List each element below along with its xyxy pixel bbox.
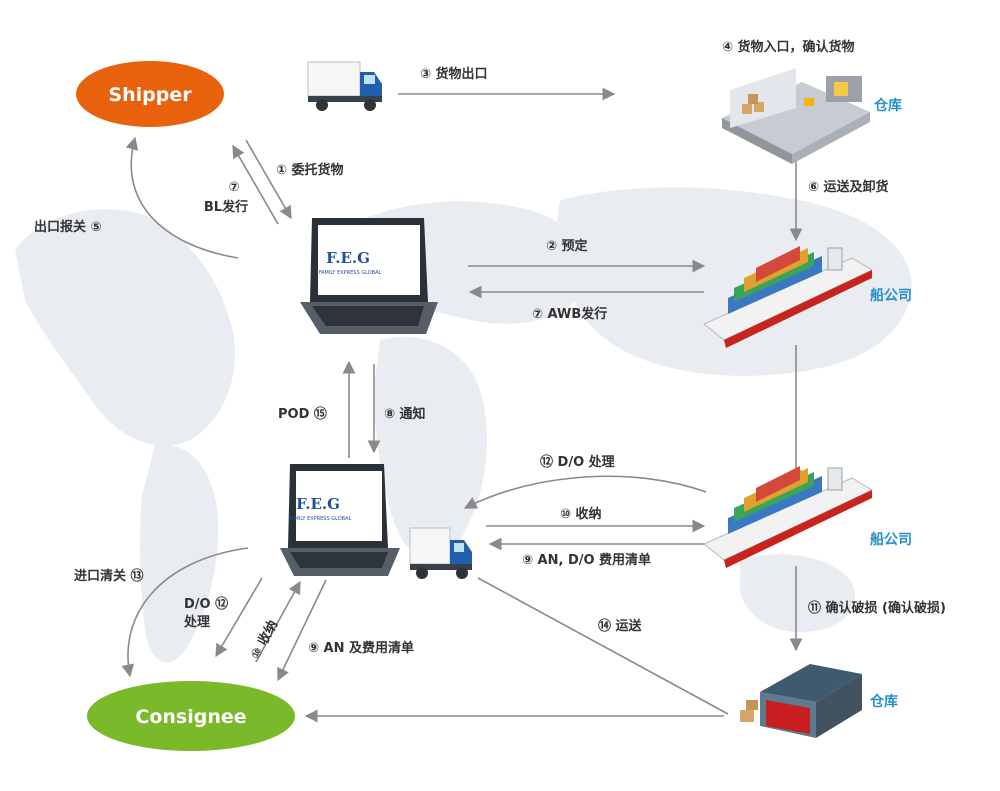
step-confirm-damage: ⑪ 确认破损 (确认破损) <box>808 600 946 616</box>
container-ship-icon-top <box>703 246 874 348</box>
arrow-import-customs <box>121 547 249 678</box>
step-bl-issue: BL发行 <box>204 199 248 215</box>
step-an-fee-list: ⑨ AN 及费用清单 <box>308 640 414 656</box>
step-labels: ③ 货物出口 ④ 货物入口，确认货物 ① 委托货物 ⑦ BL发行 出口报关 ⑤ … <box>34 39 946 662</box>
feg-logo-subtitle: FAMILY EXPRESS GLOBAL <box>319 270 382 276</box>
step-warehouse-confirm: ④ 货物入口，确认货物 <box>722 39 855 55</box>
world-map-background <box>15 187 912 663</box>
step-import-customs: 进口清关 ⑬ <box>74 568 144 584</box>
step-do-line1: D/O ⑫ <box>184 596 228 612</box>
step-bl-number: ⑦ <box>228 180 239 195</box>
step-an-do-fee: ⑨ AN, D/O 费用清单 <box>522 552 651 568</box>
step-delivery: ⑭ 运送 <box>598 618 643 634</box>
step-notify: ⑧ 通知 <box>384 406 426 422</box>
feg-logo-subtitle: FAMILY EXPRESS GLOBAL <box>289 516 352 522</box>
feg-logo-text: F.E.G <box>326 249 370 267</box>
step-storage-top: ⑩ 收纳 <box>560 506 602 522</box>
step-transport-unload: ⑥ 运送及卸货 <box>808 179 889 195</box>
container-ship-icon-bottom <box>703 466 874 568</box>
arrow-entrust-cargo <box>245 139 292 220</box>
feg-logo-text: F.E.G <box>296 495 340 513</box>
truck-icon <box>307 61 382 111</box>
arrow-do-processing-left <box>215 577 263 658</box>
arrow-bl-issue <box>232 144 279 225</box>
step-storage-bottom: ⑩ 收纳 <box>247 618 281 662</box>
step-booking: ② 预定 <box>546 238 588 254</box>
warehouse-icon-bottom <box>740 664 862 738</box>
flow-arrows <box>121 87 803 723</box>
laptop-icon-top: F.E.G FAMILY EXPRESS GLOBAL <box>300 218 438 334</box>
step-export-cargo: ③ 货物出口 <box>420 66 488 82</box>
step-pod: POD ⑮ <box>278 406 327 422</box>
truck-icon <box>409 527 472 579</box>
step-entrust-cargo: ① 委托货物 <box>276 162 344 178</box>
shipper-node: Shipper <box>76 61 224 127</box>
arrow-storage-bottom <box>255 580 301 663</box>
line-delivery <box>477 577 729 715</box>
warehouse-top-label: 仓库 <box>873 97 902 114</box>
arrow-do-processing-top <box>463 475 707 509</box>
laptop-icon-bottom: F.E.G FAMILY EXPRESS GLOBAL <box>280 464 400 576</box>
consignee-label: Consignee <box>135 706 246 728</box>
carrier-bottom-label: 船公司 <box>870 531 912 548</box>
step-do-processing-top: ⑫ D/O 处理 <box>540 454 615 470</box>
warehouse-icon-top <box>722 68 870 164</box>
carrier-top-label: 船公司 <box>870 287 912 304</box>
step-awb-issue: ⑦ AWB发行 <box>532 306 607 322</box>
arrow-an-fee-list <box>277 579 327 682</box>
shipper-label: Shipper <box>108 84 192 106</box>
step-do-line2: 处理 <box>183 614 210 630</box>
step-export-customs: 出口报关 ⑤ <box>34 219 102 235</box>
arrow-export-customs <box>125 136 239 259</box>
warehouse-bottom-label: 仓库 <box>869 693 898 710</box>
consignee-node: Consignee <box>87 681 295 751</box>
